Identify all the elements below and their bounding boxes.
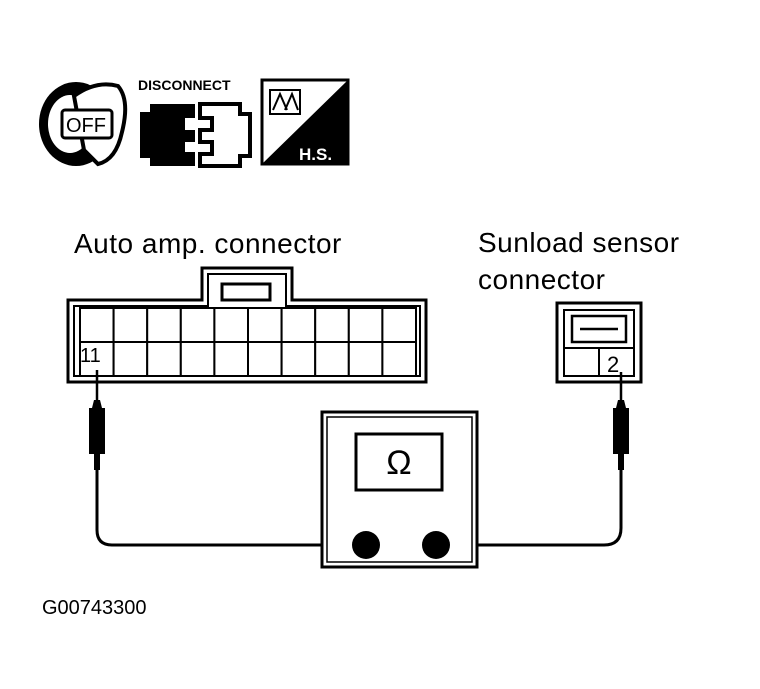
connector-pin-cell <box>247 307 283 343</box>
right-test-lead <box>436 470 623 547</box>
connector-pin-cell <box>381 341 417 377</box>
left-test-probe <box>89 370 105 470</box>
connector-pin-cell <box>280 341 317 377</box>
sunload-pin-label: 2 <box>607 352 619 377</box>
ohmmeter: Ω <box>320 410 479 569</box>
sunload-sensor-label-line1: Sunload sensor <box>478 227 680 258</box>
connector-pin-cell <box>146 307 182 343</box>
ohm-symbol: Ω <box>386 444 411 482</box>
connector-pin-cell <box>213 341 249 377</box>
ignition-key-icon: OFF <box>39 82 128 167</box>
left-test-lead <box>95 470 366 547</box>
harness-side-icon: H.S. <box>260 78 350 166</box>
connector-pin-cell <box>112 307 149 343</box>
harness-side-label: H.S. <box>299 145 332 164</box>
sunload-sensor-label-line2: connector <box>478 264 605 295</box>
auto-amp-pin-label: 11 <box>80 345 101 367</box>
auto-amp-pin-grid <box>79 307 417 377</box>
connector-pin-cell <box>179 307 216 343</box>
connector-pin-cell <box>280 307 317 343</box>
meter-terminal-right <box>422 531 450 559</box>
figure-id: G00743300 <box>42 597 147 619</box>
ignition-off-label: OFF <box>66 115 106 137</box>
right-test-probe <box>613 372 629 470</box>
connector-pin-cell <box>347 341 384 377</box>
connector-pin-cell <box>146 341 182 377</box>
connector-pin-cell <box>179 341 216 377</box>
auto-amp-connector: 11 <box>66 266 428 384</box>
auto-amp-connector-label: Auto amp. connector <box>74 228 342 259</box>
connector-disconnect-icon: DISCONNECT <box>138 77 252 168</box>
connector-pin-cell <box>314 341 350 377</box>
connector-pin-cell <box>213 307 249 343</box>
connector-pin-cell <box>314 307 350 343</box>
sunload-sensor-connector: 2 <box>555 301 643 384</box>
meter-terminal-left <box>352 531 380 559</box>
connector-pin-cell <box>112 341 149 377</box>
connector-pin-cell <box>347 307 384 343</box>
connector-pin-cell <box>79 307 115 343</box>
connector-pin-cell <box>247 341 283 377</box>
disconnect-label: DISCONNECT <box>138 77 231 93</box>
connector-pin-cell <box>381 307 417 343</box>
